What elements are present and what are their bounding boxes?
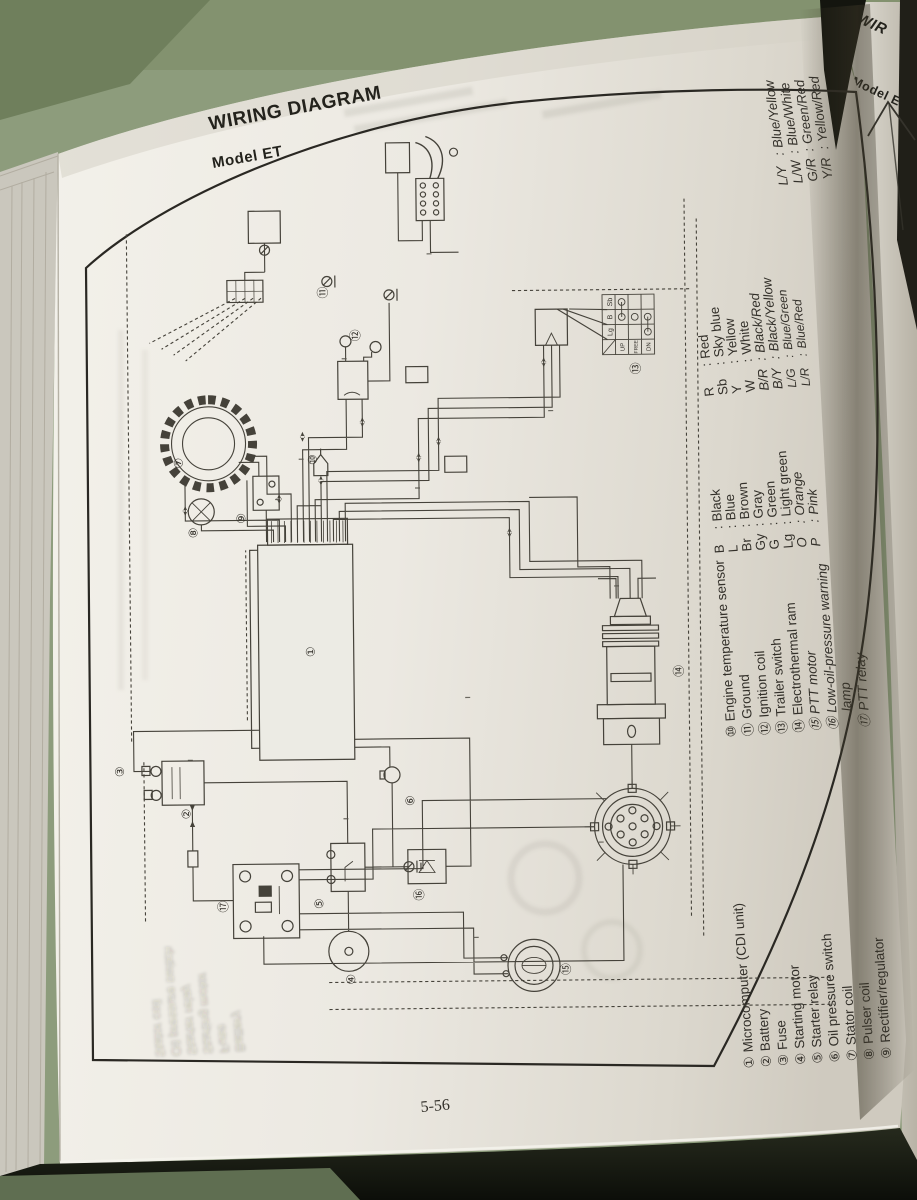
page-number: 5-56 [420,1096,451,1115]
svg-text:⑧: ⑧ [186,527,200,538]
cdi-unit [249,517,356,761]
legend-entry: Y:Yellow [722,317,745,394]
svg-text:③: ③ [113,766,127,777]
list-item: ③Fuse [773,1020,791,1067]
svg-text:④: ④ [344,974,358,985]
warning-lamp [407,848,447,885]
legend-entry: B:Black [708,488,727,554]
inline-connector [405,365,429,384]
ten-pin-connector [415,177,445,222]
ptt-relay [232,863,301,940]
wiring-diagram: ① ② ③ ④ ⑤ ⑥ ⑦ ⑧ ⑨ ⑩ ⑪ ⑫ ⑬ ⑭ ⑮ ⑯ ⑰ Lg B S… [113,135,835,1011]
svg-text:Lg: Lg [607,328,614,336]
legend-entry: R:Red [696,334,717,397]
main-page [52,16,906,1164]
ptt-motor [500,938,561,992]
svg-text:⑯: ⑯ [412,889,426,901]
svg-text:⑤: ⑤ [312,898,326,909]
starting-motor [328,930,370,972]
bottom-shadow [0,1124,917,1200]
ghost-text: Fuse [215,1023,232,1053]
ghost-text: Starting motor [195,971,216,1054]
svg-text:⑦: ⑦ [172,458,186,469]
legend-entry: B/R:Black/Red [747,292,772,392]
pulser-coil [187,498,215,526]
legend-column-1: B:Black L:Blue Br:Brown Gy:Gray G:Green … [708,450,824,554]
legend-entry: Lg:Light green [774,450,796,549]
starter-relay [326,842,366,893]
svg-text:⑬: ⑬ [629,362,643,374]
battery [141,760,205,806]
svg-text:①: ① [304,646,318,657]
legend-entry: L:Blue [722,494,741,553]
legend-entry: O:Orange [789,471,809,548]
svg-text:B: B [607,314,614,319]
connector-box [384,142,411,174]
list-item: ⑪Ground [737,674,756,737]
legend-entry: L/R:Blue/Red [790,298,813,387]
legend-entry: L/G:Blue/Green [775,289,799,389]
svg-text:⑫: ⑫ [348,329,362,341]
list-item: ②Battery [755,1008,774,1068]
trailer-table-labels: Lg B Sb UP FREE DN [607,298,653,354]
svg-text:Sb: Sb [607,298,614,307]
ignition-coil [337,335,382,401]
legend-entry: Br:Brown [735,482,755,552]
pin-connector-grid [226,279,264,304]
svg-text:⑮: ⑮ [559,963,573,975]
bleed-through-ghosts: Battery Fuse Starting motor Starter rela… [118,86,662,1058]
svg-text:⑰: ⑰ [216,901,230,913]
legend-entry: W:White [736,320,758,393]
legend-entry: Sb:Sky blue [707,306,731,396]
legend-entry: Gy:Gray [749,489,768,551]
engine-temp-sensor [313,448,329,477]
electrothermal-ram [596,597,667,746]
svg-text:⑩: ⑩ [306,454,320,465]
ghost-text: Starter relay [180,983,200,1055]
list-item: ⑫Ignition coil [752,650,773,735]
round-connector [584,778,681,875]
oil-pressure-switch [379,766,401,784]
list-item: ⑬Trailer switch [768,638,790,735]
legend-column-2: R:Red Sb:Sky blue Y:Yellow W:White B/R:B… [696,276,813,398]
list-item: ④Starting motor [786,964,808,1065]
legend-entry: G:Green [762,480,782,550]
legend-entry: P:Pink [804,487,823,547]
svg-text:⑪: ⑪ [316,286,330,298]
ground-screws [258,244,422,873]
gutter-shadow [800,4,914,1120]
ghost-text: Stator coil [149,999,168,1058]
book-fore-edge [0,152,59,1178]
svg-text:⑨: ⑨ [234,513,248,524]
trailer-switch [534,308,569,346]
ghost-text: Battery [230,1010,248,1053]
fuse [187,850,199,868]
svg-text:②: ② [179,809,193,820]
trailer-switch-table [601,293,656,356]
rectifier-regulator [252,475,280,511]
svg-text:FREE: FREE [633,339,639,353]
inline-connector [444,455,468,473]
bracket-screw [448,147,459,157]
list-item: ⑮PTT motor [803,650,824,732]
svg-text:⑭: ⑭ [672,665,686,677]
svg-text:⑥: ⑥ [403,795,417,806]
svg-text:DN: DN [646,342,652,351]
svg-text:UP: UP [620,343,626,351]
sensor-box [247,210,282,244]
list-item: ⑤Starter relay [804,974,825,1064]
diagram-callouts: ① ② ③ ④ ⑤ ⑥ ⑦ ⑧ ⑨ ⑩ ⑪ ⑫ ⑬ ⑭ ⑮ ⑯ ⑰ [113,286,686,985]
stator-coil [160,395,258,493]
